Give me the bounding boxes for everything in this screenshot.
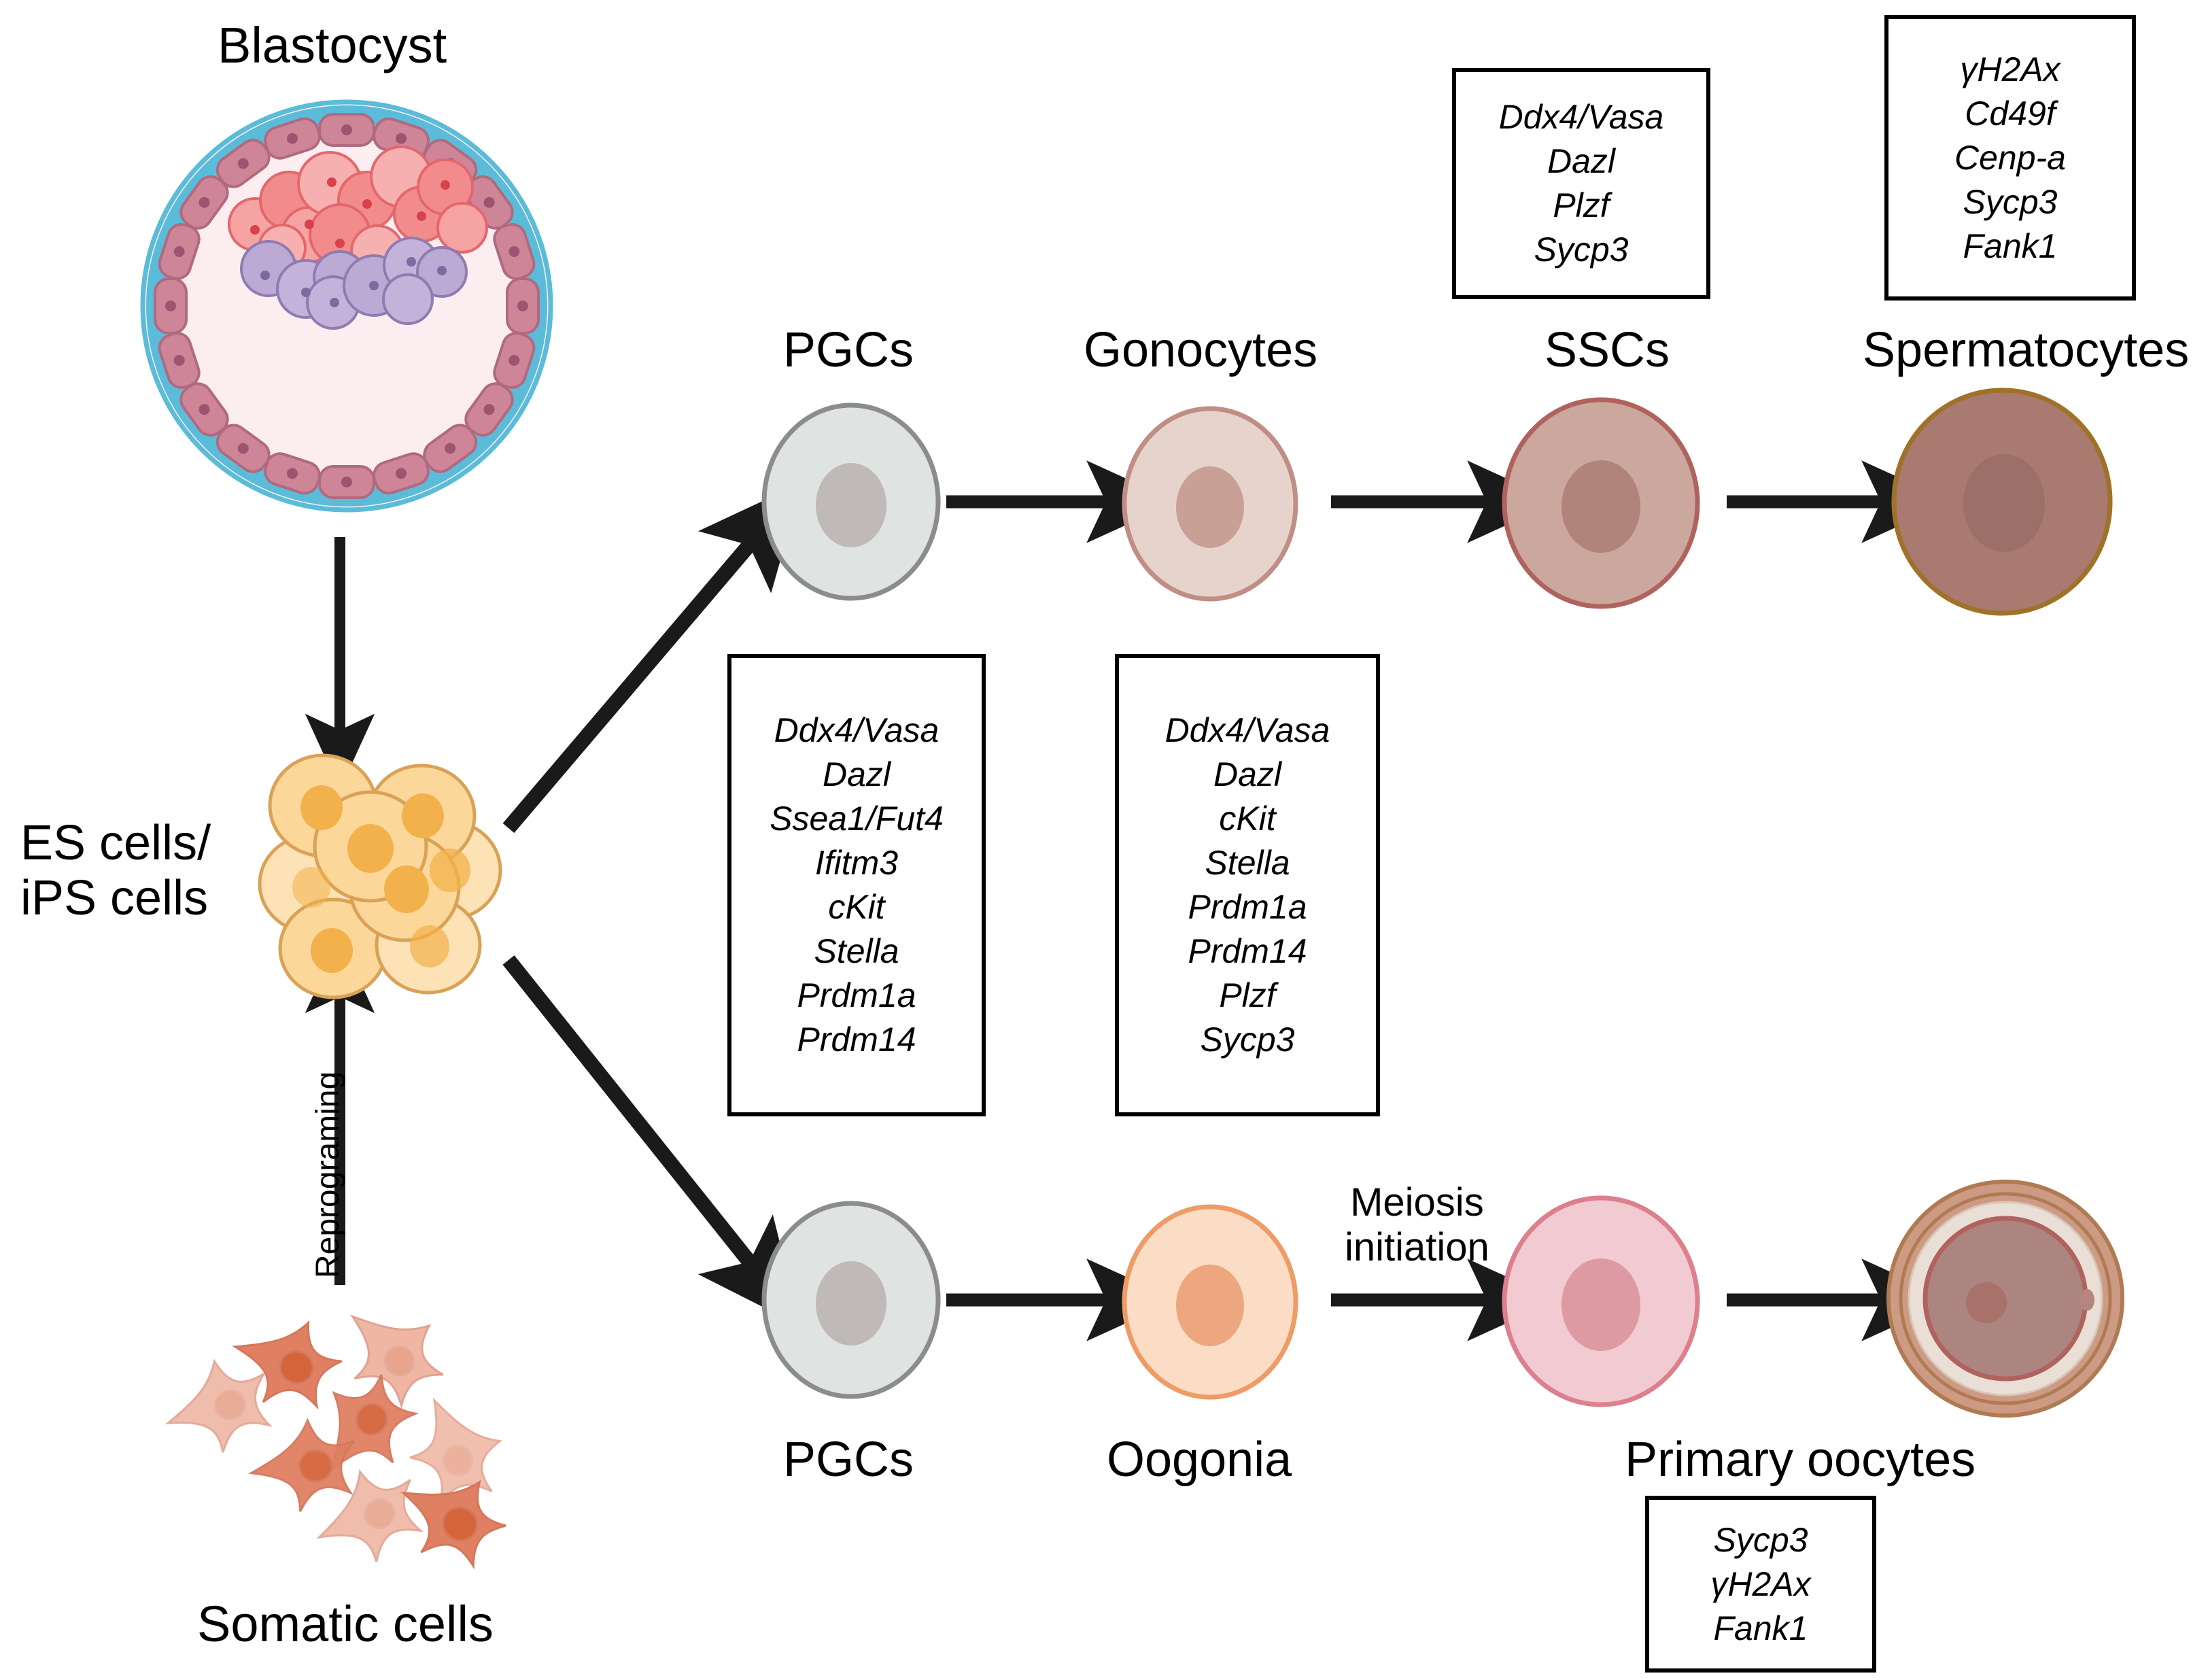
- marker-item: cKit: [1219, 800, 1276, 838]
- marker-item: Sycp3: [1713, 1520, 1808, 1559]
- marker-item: Stella: [1205, 844, 1290, 882]
- marker-item: Prdm1a: [1188, 888, 1307, 926]
- gonocyte-cell: [1122, 406, 1298, 602]
- es-ips-label: ES cells/ iPS cells: [20, 816, 211, 925]
- meiosis-initiation-label: Meiosis initiation: [1345, 1180, 1489, 1270]
- marker-item: Dazl: [1547, 142, 1616, 180]
- marker-item: γH2Ax: [1710, 1564, 1811, 1603]
- somatic-cells-label: Somatic cells: [197, 1596, 494, 1652]
- marker-item: Prdm1a: [797, 976, 916, 1014]
- blastocyst-label: Blastocyst: [218, 17, 447, 73]
- marker-item: Prdm14: [1188, 932, 1307, 970]
- marker-item: Ddx4/Vasa: [1498, 98, 1664, 136]
- marker-item: Ssea1/Fut4: [770, 800, 944, 838]
- oogonia-cell: [1122, 1204, 1298, 1400]
- marker-item: Ddx4/Vasa: [1165, 711, 1330, 749]
- reprogramming-label-wrap: Reprograming: [309, 1072, 346, 1279]
- arrow-es-to-male-pgc: [502, 482, 803, 834]
- marker-item: Ddx4/Vasa: [774, 711, 939, 749]
- ssc-cell: [1502, 397, 1700, 609]
- arrow-es-to-female-pgc: [502, 955, 801, 1326]
- male-label-sscs: SSCs: [1545, 323, 1670, 377]
- marker-item: Dazl: [1213, 755, 1282, 793]
- marker-item: Sycp3: [1534, 230, 1629, 269]
- somatic-cells-illustration: [165, 1314, 510, 1570]
- marker-item: Sycp3: [1200, 1021, 1295, 1059]
- mature-oocyte-cell: [1886, 1180, 2124, 1418]
- marker-item: Cenp-a: [1954, 138, 2066, 177]
- male-pgc-cell: [761, 402, 941, 601]
- primary-oocyte-cell: [1502, 1195, 1700, 1407]
- female-pgc-cell: [761, 1201, 941, 1399]
- marker-item: Dazl: [822, 755, 891, 793]
- marker-item: cKit: [828, 888, 885, 926]
- male-label-pgcs: PGCs: [783, 323, 914, 377]
- marker-item: γH2Ax: [1960, 50, 2060, 88]
- marker-item: Plzf: [1553, 186, 1610, 224]
- marker-item: Stella: [814, 932, 899, 970]
- es-ips-cell-cluster: [258, 753, 502, 999]
- marker-item: Sycp3: [1963, 182, 2058, 221]
- blastocyst-illustration: [140, 99, 553, 513]
- female-label-pgcs: PGCs: [783, 1433, 914, 1487]
- female-label-primary-oocytes: Primary oocytes: [1625, 1433, 1976, 1487]
- marker-item: Cd49f: [1965, 94, 2056, 133]
- male-label-gonocytes: Gonocytes: [1084, 323, 1318, 377]
- male-label-spermatocytes: Spermatocytes: [1863, 323, 2190, 377]
- female-label-oogonia: Oogonia: [1107, 1433, 1292, 1487]
- marker-item: Plzf: [1219, 976, 1276, 1014]
- marker-item: Fank1: [1963, 226, 2058, 265]
- marker-item: Fank1: [1713, 1609, 1808, 1647]
- marker-item: Prdm14: [797, 1021, 916, 1059]
- marker-item: Ifitm3: [814, 844, 899, 882]
- spermatocyte-cell: [1891, 388, 2113, 616]
